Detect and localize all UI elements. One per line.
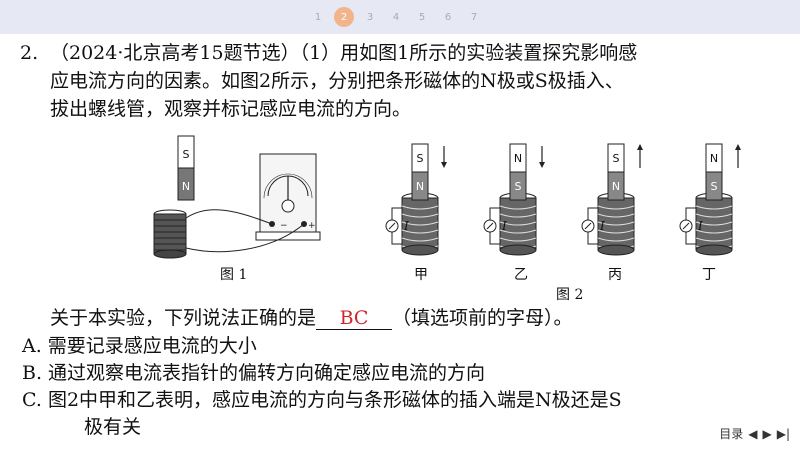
figure-2-label-yi: 乙 [514, 267, 528, 283]
page-dot-7[interactable]: 7 [470, 11, 478, 23]
page-dot-1[interactable]: 1 [314, 11, 322, 23]
page-dot-4[interactable]: 4 [392, 11, 400, 23]
figure-2-panel-2-bottom-pole: S [515, 180, 522, 193]
figure-2-panel-1-bottom-pole: N [416, 180, 424, 193]
figure-1-magnet-top-pole: S [183, 148, 190, 161]
figure-2-panel-4-current-label: I [697, 219, 703, 233]
figure-1-caption: 图 1 [220, 267, 248, 283]
prompt-text: 关于本实验，下列说法正确的是 [50, 307, 317, 329]
figure-2-label-jia: 甲 [414, 267, 428, 283]
figure-1-coil [153, 209, 187, 259]
option-c-continued: 极有关 [84, 416, 142, 438]
figure-2-panel-2-top-pole: N [514, 152, 522, 165]
figure-1-apparatus: S N − + [153, 135, 321, 259]
svg-text:+: + [308, 221, 316, 231]
page-dot-3[interactable]: 3 [366, 11, 374, 23]
figure-1-galvanometer: − + [255, 153, 321, 241]
figure-2-panel-1-top-pole: S [417, 152, 424, 165]
question-text-line-3: 拔出螺线管，观察并标记感应电流的方向。 [50, 98, 412, 120]
question-number: 2. [20, 42, 39, 64]
figure-2-panel-1-current-label: I [403, 219, 409, 233]
figure-2-panel-3-top-pole: S [613, 152, 620, 165]
figure-2-panel-3-bottom-pole: N [612, 180, 620, 193]
page-dot-6[interactable]: 6 [444, 11, 452, 23]
page-navigation-bar: 1 2 3 4 5 6 7 [0, 0, 800, 34]
figure-2-label-ding: 丁 [702, 267, 716, 283]
figure-1-magnet-bottom-pole: N [182, 180, 190, 193]
figure-2-panel-3-current-label: I [599, 219, 605, 233]
previous-slide-icon[interactable]: ◀ [748, 426, 758, 441]
figure-2-panels: S N I N S I S N I N S I [385, 143, 741, 256]
page-dot-2-current[interactable]: 2 [334, 7, 354, 27]
figure-2-label-bing: 丙 [608, 267, 622, 283]
slide-navigation: 目录 ◀ ▶ ▶| [719, 425, 790, 442]
prompt-instruction: （填选项前的字母）。 [392, 307, 573, 329]
option-c: C. 图2中甲和乙表明，感应电流的方向与条形磁体的插入端是N极还是S [22, 389, 622, 411]
last-slide-icon[interactable]: ▶| [776, 426, 790, 441]
svg-text:−: − [280, 221, 288, 231]
page-dot-5[interactable]: 5 [418, 11, 426, 23]
figure-2-panel-4: N S I [679, 143, 741, 256]
figure-2-panel-1: S N I [385, 143, 447, 256]
question-text-line-1: （2024·北京高考15题节选）（1）用如图1所示的实验装置探究影响感 [50, 42, 638, 64]
figure-2-panel-4-bottom-pole: S [711, 180, 718, 193]
figure-2-panel-2: N S I [483, 143, 545, 256]
figure-2-panel-2-current-label: I [501, 219, 507, 233]
next-slide-icon[interactable]: ▶ [762, 426, 772, 441]
page-indicator: 1 2 3 4 5 6 7 [308, 7, 484, 27]
figure-2-panel-4-top-pole: N [710, 152, 718, 165]
answer-blank: BC [316, 307, 393, 330]
figure-2-caption: 图 2 [556, 287, 584, 303]
option-a: A. 需要记录感应电流的大小 [22, 335, 257, 357]
question-text-line-2: 应电流方向的因素。如图2所示，分别把条形磁体的N极或S极插入、 [50, 70, 624, 92]
toc-button[interactable]: 目录 [719, 427, 744, 441]
option-b: B. 通过观察电流表指针的偏转方向确定感应电流的方向 [22, 362, 486, 384]
figure-2-panel-3: S N I [581, 143, 643, 256]
